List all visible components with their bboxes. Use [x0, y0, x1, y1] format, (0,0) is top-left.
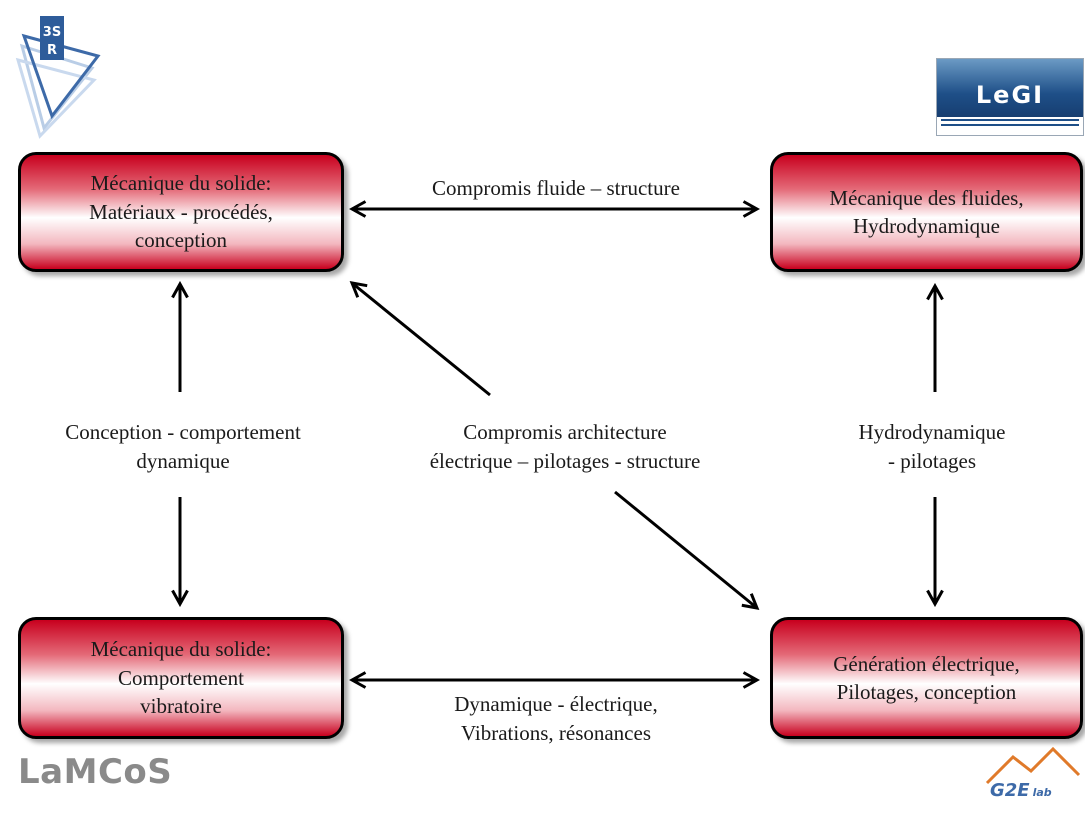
- box-electrical-generation-text: Génération électrique, Pilotages, concep…: [833, 651, 1020, 704]
- box-solid-mechanics-vibration-text: Mécanique du solide: Comportement vibrat…: [90, 637, 272, 719]
- svg-text:3S: 3S: [43, 25, 61, 40]
- label-fluid-structure: Compromis fluide – structure: [432, 176, 680, 200]
- label-architecture-compromise: Compromis architecture électrique – pilo…: [429, 420, 701, 474]
- label-dynamics-electrical: Dynamique - électrique, Vibrations, réso…: [454, 692, 658, 746]
- logo-g2elab-suffix: lab: [1032, 786, 1052, 799]
- logo-3sr: 3S R: [14, 8, 104, 140]
- arrow-diagonal-up-left: [352, 283, 491, 397]
- arrow-diagonal-down-right: [614, 490, 757, 608]
- logo-legi-text: LeGI: [975, 81, 1045, 109]
- box-solid-mechanics-materials: Mécanique du solide: Matériaux - procédé…: [18, 152, 344, 272]
- label-design-dynamics: Conception - comportement dynamique: [65, 420, 301, 474]
- logo-g2e-mark: [985, 746, 1081, 785]
- box-solid-mechanics-materials-text: Mécanique du solide: Matériaux - procédé…: [89, 171, 273, 253]
- logo-legi-subtitle: [941, 119, 1079, 126]
- label-hydrodynamics-control: Hydrodynamique - pilotages: [858, 420, 1006, 474]
- logo-g2elab-text: G2E: [990, 780, 1030, 801]
- logo-3sr-graphic: 3S R: [15, 16, 101, 139]
- box-fluid-mechanics-text: Mécanique des fluides, Hydrodynamique: [829, 185, 1024, 238]
- logo-lamcos: LaMCoS: [18, 752, 173, 792]
- logo-legi-wave: [937, 59, 1083, 117]
- box-fluid-mechanics: Mécanique des fluides, Hydrodynamique: [770, 152, 1083, 272]
- svg-text:R: R: [47, 43, 57, 58]
- box-solid-mechanics-vibration: Mécanique du solide: Comportement vibrat…: [18, 617, 344, 739]
- logo-legi: LeGI: [936, 58, 1084, 136]
- box-electrical-generation: Génération électrique, Pilotages, concep…: [770, 617, 1083, 739]
